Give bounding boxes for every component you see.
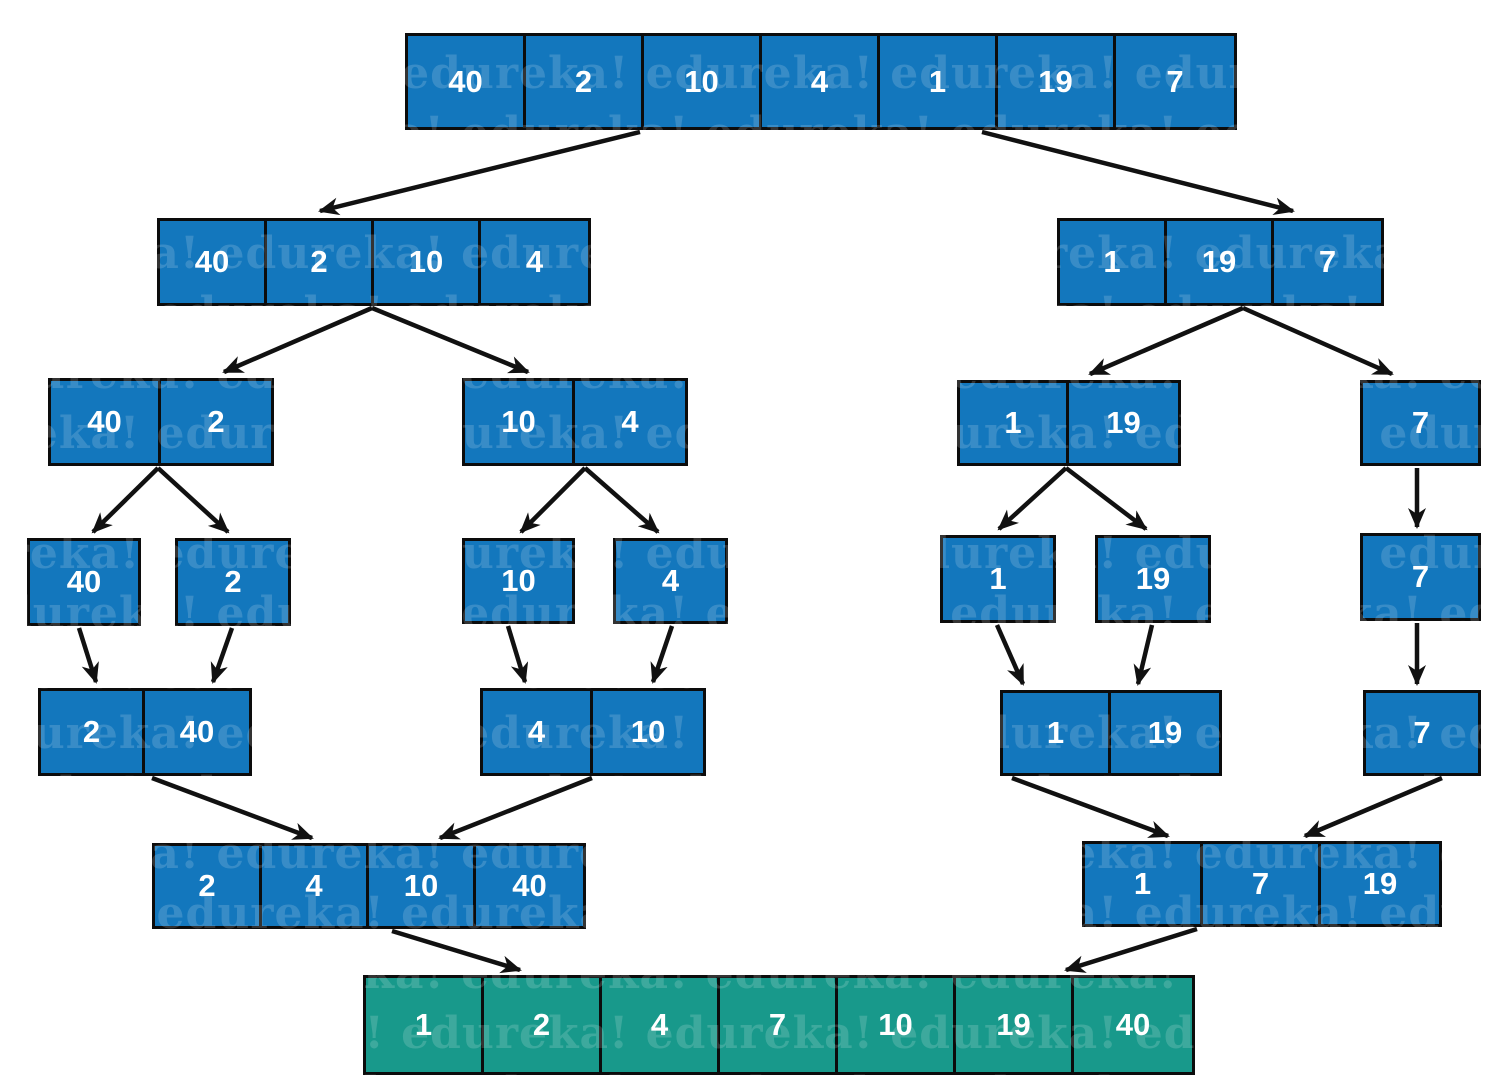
array-cell: 19 — [1362, 866, 1398, 901]
array-cell: 4 — [262, 846, 369, 926]
array-cell: 10 — [501, 563, 536, 598]
array-cell: 7 — [720, 978, 838, 1072]
arrow-l6-right-to-final-sorted — [1064, 926, 1198, 973]
arrow-l2-left-to-l3-10-4 — [371, 305, 530, 375]
array-cell: 40 — [1115, 1007, 1151, 1042]
array-cell: 2 — [484, 978, 602, 1072]
array-cell: 4 — [602, 978, 720, 1072]
arrow-l4-2-to-l5-2-40 — [210, 627, 235, 684]
array-cell: 1 — [960, 383, 1069, 463]
array-cell: 19 — [956, 978, 1074, 1072]
array-cell: 19 — [998, 36, 1116, 127]
array-cell: 40 — [408, 36, 526, 127]
array-cell: 40 — [66, 564, 102, 599]
array-node-l5-4-10: 4 10 — [480, 688, 706, 776]
array-node-l5-7: 7 — [1363, 690, 1481, 776]
arrow-l3-10-4-to-l4-10 — [519, 466, 587, 534]
arrow-l5-1-19-to-l6-right — [1011, 775, 1170, 839]
array-node-l4-19: 19 — [1095, 535, 1211, 623]
array-node-l4-10: 10 — [462, 538, 575, 624]
arrow-root-to-l2-right — [981, 129, 1295, 216]
arrow-root-to-l2-left — [318, 129, 641, 216]
arrow-l4-4-to-l5-4-10 — [650, 625, 675, 684]
arrow-l2-right-to-l3-1-19 — [1088, 305, 1244, 377]
arrow-l6-left-to-final-sorted — [391, 928, 522, 974]
array-cell: 4 — [621, 404, 639, 439]
array-node-l3-7: 7 — [1360, 380, 1481, 466]
array-cell: 10 — [369, 846, 476, 926]
arrow-l4-1-to-l5-1-19 — [994, 624, 1026, 686]
watermark-text-row: edureka! edureka! edureka! edureka! edur… — [0, 468, 1503, 519]
array-cell: 10 — [838, 978, 956, 1072]
array-cell: 1 — [1060, 221, 1167, 303]
array-node-l4-7: 7 — [1360, 533, 1481, 621]
array-cell: 1 — [1003, 693, 1111, 773]
arrow-l2-left-to-l3-40-2 — [222, 305, 373, 375]
arrow-l5-2-40-to-l6-left — [151, 775, 314, 841]
array-node-l5-2-40: 2 40 — [38, 688, 252, 776]
array-node-l3-10-4: 10 4 — [462, 378, 688, 466]
watermark-text-row: edureka! edureka! edureka! edureka! edur… — [0, 168, 1503, 219]
arrow-l4-19-to-l5-1-19 — [1133, 624, 1155, 686]
array-node-l5-1-19: 1 19 — [1000, 690, 1222, 776]
array-cell: 2 — [267, 221, 374, 303]
array-cell: 1 — [366, 978, 484, 1072]
array-cell: 4 — [525, 244, 544, 279]
array-cell: 7 — [1411, 405, 1430, 440]
array-cell: 7 — [1413, 715, 1431, 750]
array-cell: 2 — [526, 36, 644, 127]
arrow-l3-1-19-to-l4-1 — [997, 466, 1068, 531]
array-cell: 19 — [1106, 405, 1141, 440]
array-cell: 4 — [661, 563, 680, 598]
array-cell: 40 — [179, 714, 215, 749]
array-cell: 4 — [762, 36, 880, 127]
array-cell: 19 — [1147, 715, 1183, 750]
array-cell: 10 — [374, 221, 481, 303]
array-node-l4-40: 40 — [27, 538, 141, 626]
arrow-l3-40-2-to-l4-40 — [91, 466, 160, 534]
array-cell: 7 — [1166, 63, 1184, 99]
array-cell: 10 — [644, 36, 762, 127]
array-cell: 7 — [1203, 844, 1321, 924]
array-cell: 1 — [1085, 844, 1203, 924]
array-cell: 1 — [989, 561, 1007, 596]
array-cell: 4 — [483, 691, 593, 773]
arrow-l2-right-to-l3-7 — [1242, 305, 1394, 377]
arrow-l5-4-10-to-l6-left — [438, 775, 593, 841]
array-cell: 2 — [155, 846, 262, 926]
arrow-l3-1-19-to-l4-19 — [1064, 466, 1148, 531]
array-cell: 7 — [1318, 244, 1337, 279]
arrow-l5-7-to-l6-right — [1303, 775, 1443, 839]
array-cell: 1 — [880, 36, 998, 127]
array-node-l3-40-2: 40 2 — [48, 378, 274, 466]
arrow-l4-10-to-l5-4-10 — [505, 625, 529, 684]
array-cell: 19 — [1167, 221, 1274, 303]
array-cell: 10 — [465, 381, 575, 463]
array-cell: 40 — [160, 221, 267, 303]
array-cell: 7 — [1411, 559, 1430, 594]
array-cell: 2 — [224, 564, 242, 599]
array-cell: 2 — [41, 691, 145, 773]
array-node-l4-2: 2 — [175, 538, 291, 626]
array-node-l4-1: 1 — [940, 535, 1056, 623]
array-cell: 40 — [512, 868, 547, 903]
arrow-l4-40-to-l5-2-40 — [76, 627, 99, 684]
array-cell: 10 — [630, 714, 666, 749]
array-node-l3-1-19: 1 19 — [957, 380, 1181, 466]
arrow-l3-10-4-to-l4-4 — [583, 466, 660, 534]
array-cell: 19 — [1135, 561, 1171, 596]
array-cell: 40 — [51, 381, 161, 463]
arrow-l3-40-2-to-l4-2 — [156, 466, 230, 534]
array-cell: 2 — [207, 404, 225, 439]
array-node-l4-4: 4 — [613, 538, 728, 624]
